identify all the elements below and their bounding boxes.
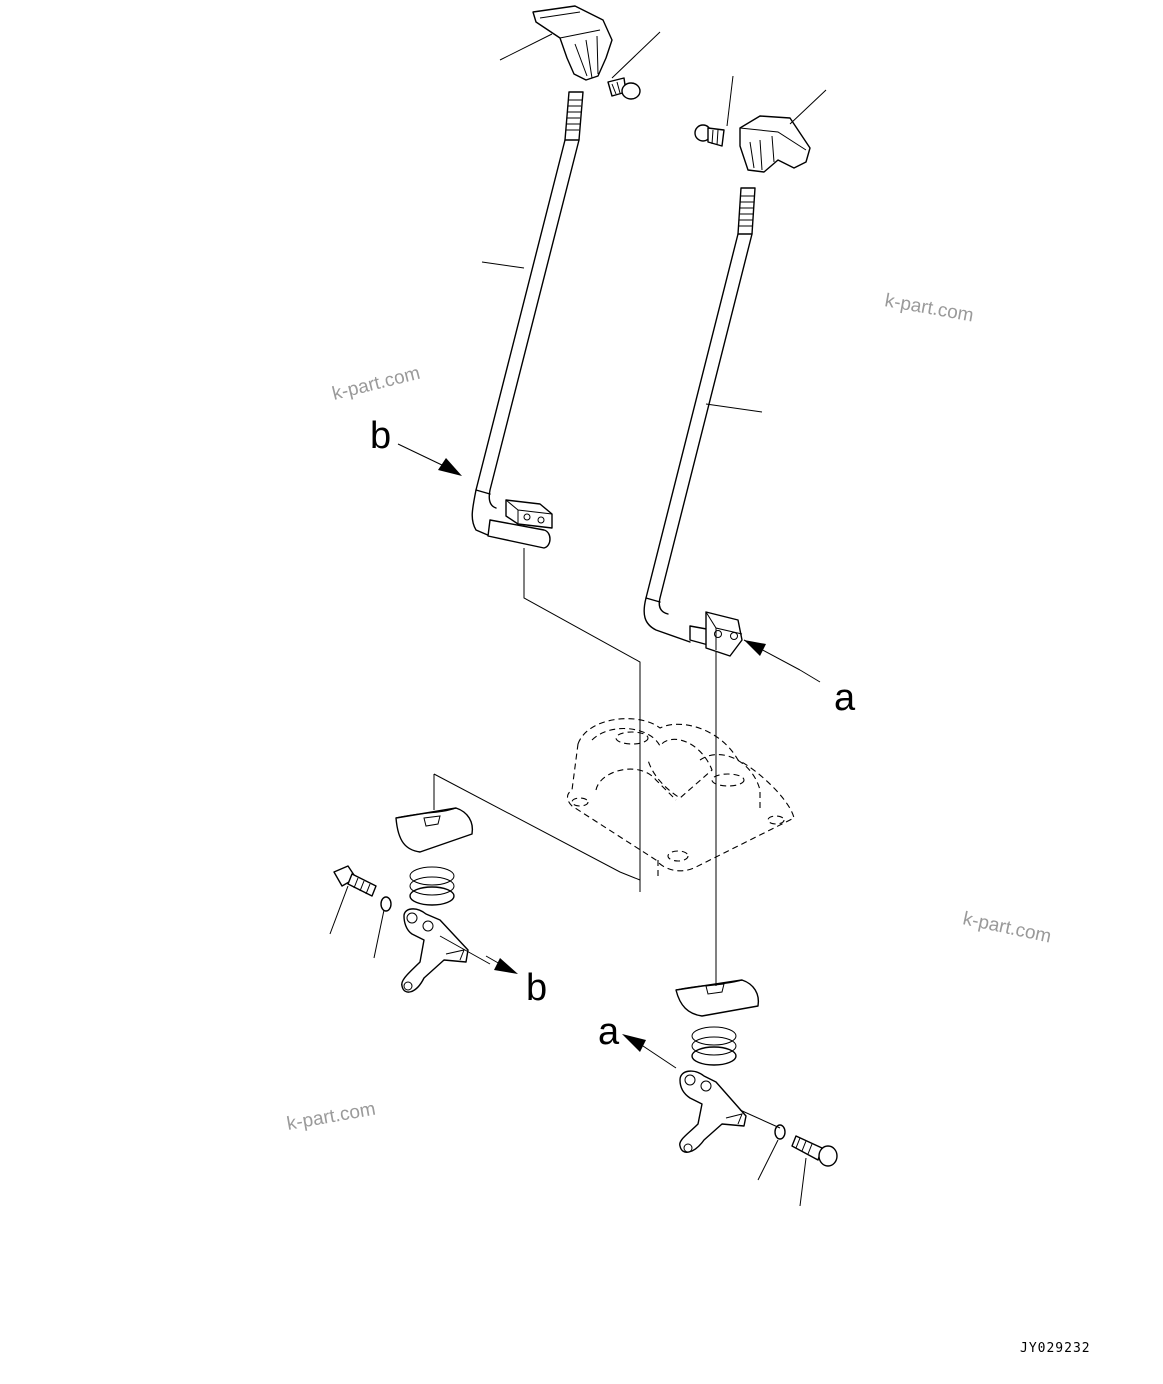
ref-label-a-lower: a xyxy=(598,1011,620,1053)
left-lever-assembly xyxy=(471,5,641,549)
right-washer xyxy=(774,1124,786,1140)
assembly-lines xyxy=(433,548,781,1129)
ref-label-a-upper: a xyxy=(834,677,856,719)
right-lever-assembly xyxy=(643,115,811,657)
right-control-arm xyxy=(679,1070,747,1153)
right-lever-thread xyxy=(737,187,756,235)
arrow-b-upper-head xyxy=(438,458,462,476)
left-lever-knob xyxy=(532,5,613,81)
ref-label-b-lower: b xyxy=(526,967,547,1009)
watermark-4: k-part.com xyxy=(285,1099,377,1135)
left-washer xyxy=(380,896,392,912)
watermark-1: k-part.com xyxy=(330,363,422,405)
arrow-a-lower-head xyxy=(622,1034,646,1052)
lever-base-housing xyxy=(566,718,795,880)
watermark-3: k-part.com xyxy=(961,908,1053,947)
left-knob-screw xyxy=(607,77,641,100)
right-knob-screw xyxy=(694,124,725,147)
watermark-2: k-part.com xyxy=(883,290,975,326)
left-spring xyxy=(409,866,455,906)
left-lever-rod xyxy=(471,139,580,549)
right-guide-plate xyxy=(675,979,760,1017)
right-lever-knob xyxy=(739,115,811,173)
left-lever-thread xyxy=(564,91,584,141)
arrow-a-upper-head xyxy=(744,640,766,656)
left-bolt xyxy=(333,865,377,897)
right-lever-rod xyxy=(643,233,753,657)
arrow-b-lower-head xyxy=(494,958,518,974)
leader-lines xyxy=(329,31,827,1207)
ref-label-b-upper: b xyxy=(370,415,391,457)
right-spring xyxy=(691,1026,737,1066)
left-control-arm xyxy=(401,908,469,993)
left-lower-parts xyxy=(333,807,474,993)
right-bolt xyxy=(791,1135,838,1167)
drawing-code: JY029232 xyxy=(1020,1341,1091,1356)
left-guide-plate xyxy=(395,807,474,853)
right-lower-parts xyxy=(675,979,838,1167)
reference-arrows xyxy=(397,443,821,1069)
